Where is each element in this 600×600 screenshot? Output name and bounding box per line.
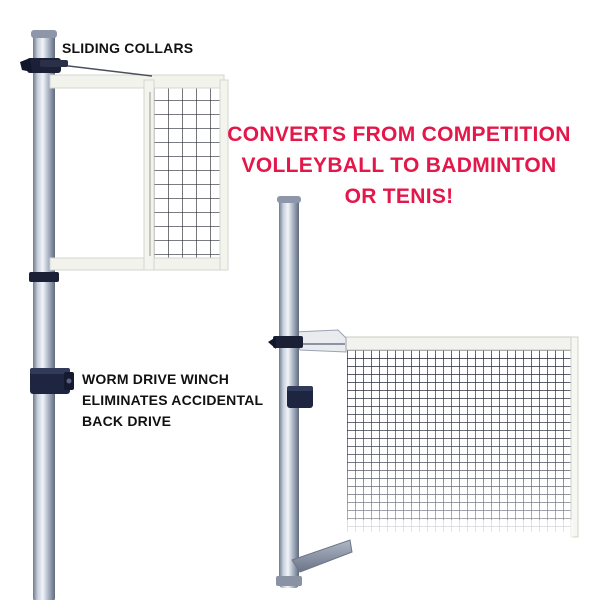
headline-line-2: VOLLEYBALL TO BADMINTON [241, 154, 557, 177]
headline-line-1: CONVERTS FROM COMPETITION [227, 123, 571, 146]
lower-collar [29, 272, 59, 282]
volleyball-net-top-band [49, 74, 225, 89]
winch-label-line-2: ELIMINATES ACCIDENTAL [82, 392, 264, 408]
right-pole-winch [287, 386, 313, 408]
left-pole [33, 32, 55, 600]
winch-label-line-1: WORM DRIVE WINCH [82, 371, 230, 387]
sliding-collar [20, 58, 68, 73]
left-pole-assembly [20, 30, 229, 600]
headline-line-3: OR TENIS! [344, 185, 454, 208]
volleyball-net-mesh [154, 88, 220, 258]
worm-drive-winch-label: WORM DRIVE WINCH ELIMINATES ACCIDENTAL B… [82, 369, 263, 432]
right-pole-assembly [268, 196, 579, 588]
conversion-headline: CONVERTS FROM COMPETITION VOLLEYBALL TO … [200, 119, 598, 212]
winch-label-line-3: BACK DRIVE [82, 413, 172, 429]
worm-drive-winch [30, 368, 74, 394]
badminton-net-top-band [339, 336, 577, 351]
sliding-collars-label: SLIDING COLLARS [62, 40, 194, 56]
